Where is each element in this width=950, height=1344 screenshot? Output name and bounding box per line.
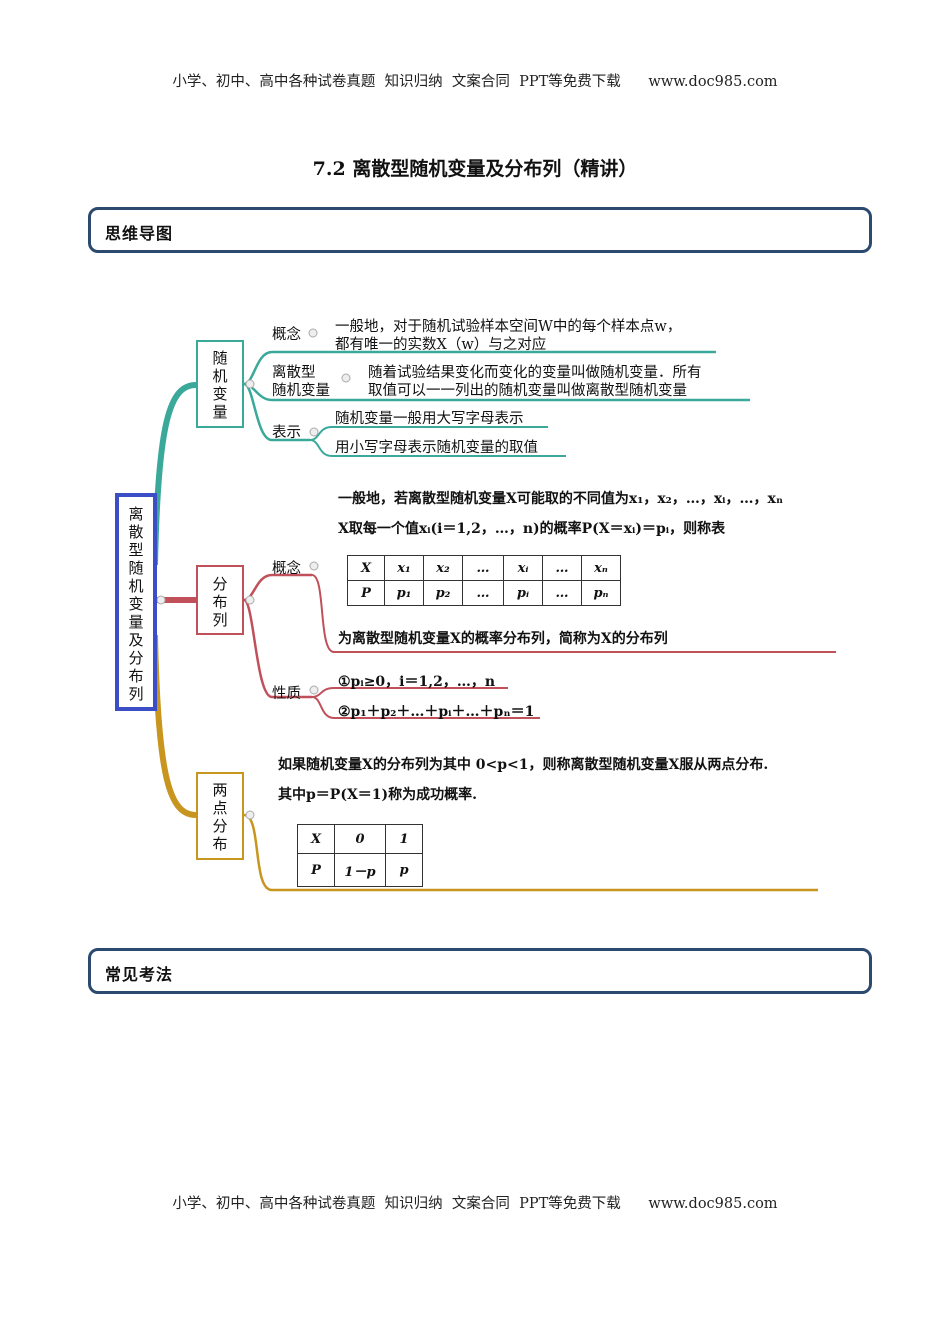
rv-repr-line2: 用小写字母表示随机变量的取值 [335, 440, 538, 456]
rv-concept-label: 概念 [272, 327, 301, 343]
rv-discrete-label2: 随机变量 [272, 383, 330, 399]
connector-prop-2 [311, 696, 540, 719]
connector-dist-concept [243, 573, 312, 602]
dist-prop-label: 性质 [272, 686, 301, 702]
table-row: P p₁ p₂ … pᵢ … pₙ [347, 580, 621, 606]
rv-discrete-label1: 离散型 [272, 365, 316, 381]
section-mindmap: 思维导图 [88, 207, 872, 253]
table-row: X 0 1 [297, 824, 423, 854]
table-row: X x₁ x₂ … xᵢ … xₙ [347, 555, 621, 581]
two-point-node: 两点分布 [196, 772, 244, 860]
dist-concept-label: 概念 [272, 561, 301, 577]
section-mindmap-title: 思维导图 [105, 224, 174, 243]
page-footer: 小学、初中、高中各种试卷真题 知识归纳 文案合同 PPT等免费下载 www.do… [172, 1196, 778, 1212]
rv-discrete-line2: 取值可以一一列出的随机变量叫做离散型随机变量 [368, 383, 687, 399]
dist-prop2: ②p₁＋p₂＋…＋pᵢ＋…＋pₙ＝1 [338, 704, 535, 720]
rv-node: 随机变量 [196, 340, 244, 428]
connector-concept-text [311, 574, 836, 653]
connector-root-two [152, 634, 197, 818]
section-common: 常见考法 [88, 948, 872, 994]
rv-discrete-line1: 随着试验结果变化而变化的变量叫做随机变量．所有 [368, 365, 702, 381]
dist-intro-line1: 一般地，若离散型随机变量X可能取的不同值为x₁，x₂，…，xᵢ，…，xₙ [338, 491, 784, 507]
rv-repr-line1: 随机变量一般用大写字母表示 [335, 411, 524, 427]
page-title: 7.2 离散型随机变量及分布列（精讲） [312, 158, 638, 180]
dist-table: X x₁ x₂ … xᵢ … xₙ P p₁ p₂ … pᵢ … pₙ [347, 555, 621, 606]
dist-after-table: 为离散型随机变量X的概率分布列，简称为X的分布列 [338, 631, 668, 647]
connector-dist-prop [242, 598, 312, 699]
section-common-title: 常见考法 [105, 965, 174, 984]
rv-concept-line2: 都有唯一的实数X（w）与之对应 [335, 337, 547, 353]
dist-prop1: ①pᵢ≥0，i＝1,2，…，n [338, 674, 496, 690]
rv-concept-line1: 一般地，对于随机试验样本空间W中的每个样本点w， [335, 319, 682, 335]
connector-root-rv [152, 382, 197, 566]
root-node: 离散型随机变量及分布列 [115, 493, 157, 711]
connector-repr-2 [309, 439, 566, 457]
dist-node: 分布列 [196, 565, 244, 635]
two-point-line2: 其中p＝P(X＝1)称为成功概率. [278, 787, 478, 803]
two-point-line1: 如果随机变量X的分布列为其中 0<p<1，则称离散型随机变量X服从两点分布. [278, 757, 769, 773]
table-row: P 1－p p [297, 853, 423, 887]
two-point-table: X 0 1 P 1－p p [297, 824, 423, 887]
page-header: 小学、初中、高中各种试卷真题 知识归纳 文案合同 PPT等免费下载 www.do… [172, 74, 778, 90]
dist-intro-line2: X取每一个值xᵢ(i＝1,2，…，n)的概率P(X＝xᵢ)＝pᵢ，则称表 [338, 521, 726, 537]
rv-repr-label: 表示 [272, 425, 301, 441]
